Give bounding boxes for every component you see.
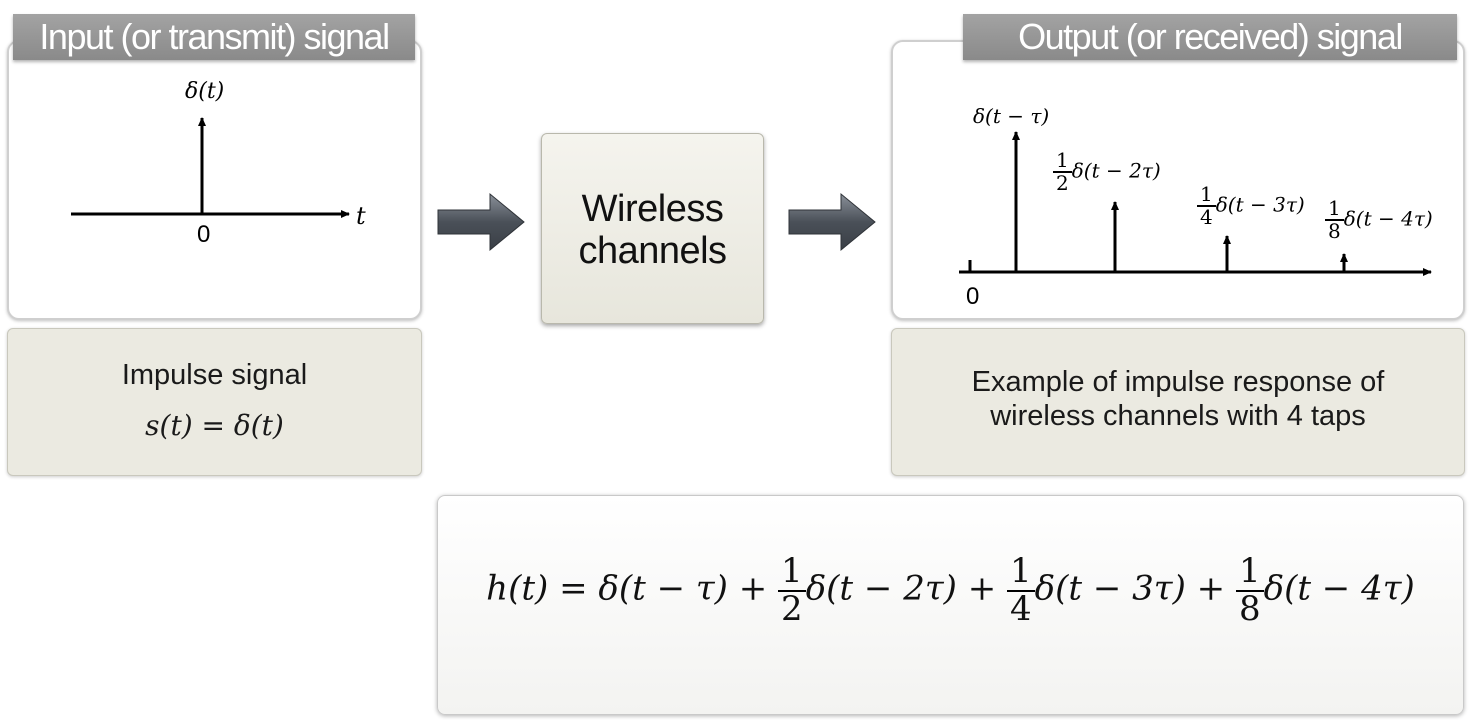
output-caption-line2: wireless channels with 4 taps [990, 400, 1366, 432]
channel-label-line2: channels [578, 230, 727, 272]
wireless-channels-box: Wireless channels [541, 133, 764, 324]
channel-label-line1: Wireless [581, 188, 724, 230]
input-signal-panel: δ(t) t 0 [7, 40, 422, 320]
output-caption-box: Example of impulse response of wireless … [891, 328, 1465, 476]
output-tab-title: Output (or received) signal [963, 14, 1457, 60]
input-impulse-plot: δ(t) t 0 [71, 79, 366, 248]
tap-1-label: δ(t − τ) [973, 104, 1050, 128]
output-impulse-response-plot: 0 [959, 131, 1432, 310]
output-origin-label: 0 [966, 283, 979, 310]
input-tab-title: Input (or transmit) signal [13, 14, 415, 60]
input-caption-box: Impulse signal s(t) = δ(t) [7, 328, 422, 476]
input-caption-text: Impulse signal [121, 359, 308, 391]
arrow-right-icon [437, 192, 525, 252]
arrow-right-icon [788, 192, 876, 252]
output-caption-line1: Example of impulse response of [971, 366, 1385, 398]
input-x-label: t [356, 202, 366, 230]
input-y-label: δ(t) [185, 79, 224, 104]
input-origin-label: 0 [197, 221, 210, 248]
input-caption-equation: s(t) = δ(t) [145, 409, 284, 442]
